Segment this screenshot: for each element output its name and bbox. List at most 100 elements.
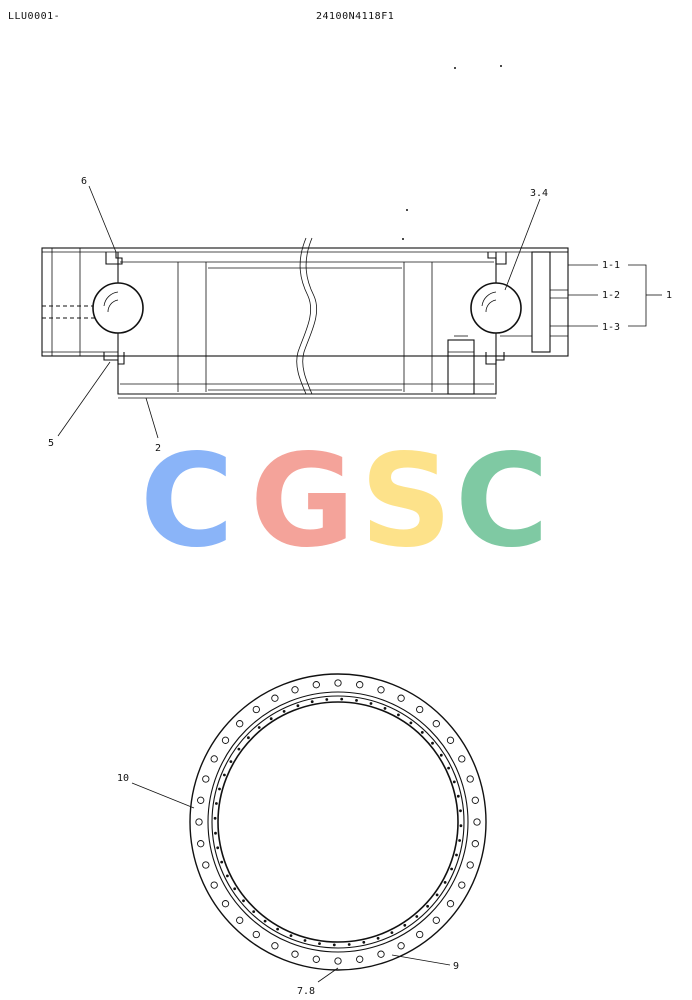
inner-bolt-hole <box>439 753 443 757</box>
outer-bolt-hole <box>195 818 203 826</box>
outer-bolt-hole <box>271 942 279 950</box>
doc-code-left: LLU0001- <box>8 11 60 22</box>
inner-bolt-hole <box>403 923 407 927</box>
ball-right <box>470 282 522 334</box>
inner-bolt-hole <box>362 940 366 944</box>
cgsc-watermark: C G S C <box>140 427 549 576</box>
outer-bolt-hole <box>377 950 385 958</box>
inner-bolt-hole <box>257 726 261 729</box>
inner-bolt-hole <box>450 867 453 871</box>
inner-bolt-hole <box>289 934 293 937</box>
inner-bolt-hole <box>223 773 226 777</box>
inner-bolt-hole <box>397 713 400 717</box>
inner-bolt-hole <box>420 731 424 734</box>
outer-bolt-hole <box>221 736 230 744</box>
outer-bolt-hole <box>291 686 299 694</box>
plan-callouts: 10 9 7.8 <box>117 773 459 997</box>
inner-bolt-hole <box>233 887 237 891</box>
inner-bolt-hole <box>390 931 394 934</box>
inner-bolt-hole <box>340 697 344 701</box>
outer-bolt-hole <box>471 796 479 804</box>
inner-bolt-hole <box>303 939 307 942</box>
seal-bottom-left <box>103 352 125 365</box>
outer-bolt-hole <box>221 900 230 908</box>
inner-bolt-holes <box>213 697 463 947</box>
seal-bottom-right <box>485 352 505 365</box>
callout-7-8: 7.8 <box>297 986 315 997</box>
inner-bolt-hole <box>443 881 447 884</box>
inner-bolt-hole <box>216 846 220 850</box>
inner-bolt-hole <box>247 736 250 740</box>
outer-bolt-hole <box>397 942 405 950</box>
outer-bolt-hole <box>252 930 260 939</box>
outer-bolt-hole <box>432 720 440 728</box>
inner-bolt-hole <box>310 700 314 704</box>
outer-bolt-hole <box>197 796 205 804</box>
outer-bolt-hole <box>446 736 455 744</box>
section-callouts: 6 3.4 1-1 1-2 1-3 1 5 2 <box>48 176 672 454</box>
outer-bolt-hole <box>466 775 474 783</box>
inner-bolt-hole <box>347 943 351 946</box>
outer-bolt-hole <box>446 900 455 908</box>
inner-bolt-hole <box>214 831 217 835</box>
outer-bolt-hole <box>458 881 466 889</box>
inner-bolt-hole <box>459 824 463 828</box>
inner-bolt-hole <box>452 780 456 784</box>
outer-bolt-hole <box>202 861 210 869</box>
inner-bolt-hole <box>415 915 419 918</box>
inner-bolt-hole <box>252 910 256 913</box>
inner-bolt-hole <box>456 794 460 798</box>
outer-bolt-hole <box>432 916 440 924</box>
outer-bolt-hole <box>202 775 210 783</box>
inner-bolt-hole <box>215 802 218 805</box>
watermark-letter-s: S <box>360 427 452 576</box>
inner-bolt-hole <box>376 936 380 940</box>
bearing-section-view <box>41 237 569 399</box>
watermark-letter-c1: C <box>140 427 234 576</box>
inner-bolt-hole <box>242 899 245 903</box>
outer-bolt-hole <box>210 881 218 889</box>
grease-plug <box>447 339 475 395</box>
outer-bolt-hole <box>416 930 424 939</box>
inner-bolt-hole <box>269 717 273 721</box>
inner-bolt-hole <box>431 741 434 745</box>
callout-2: 2 <box>155 443 161 454</box>
watermark-letter-c2: C <box>455 427 549 576</box>
outer-ring-circle <box>189 673 487 971</box>
inner-bolt-hole <box>318 942 321 945</box>
outer-bolt-hole <box>466 861 474 869</box>
callout-1-1: 1-1 <box>602 260 620 271</box>
callout-3-4: 3.4 <box>530 188 548 199</box>
inner-bolt-hole <box>325 698 329 701</box>
outer-bolt-holes <box>195 679 481 965</box>
inner-bolt-hole <box>263 919 267 923</box>
inner-bolt-hole <box>459 809 462 813</box>
inner-bolt-hole <box>355 699 358 702</box>
inner-bolt-hole <box>237 747 241 751</box>
inner-bolt-hole <box>229 760 233 763</box>
inner-bolt-hole <box>447 766 450 770</box>
inner-bolt-hole <box>383 707 387 710</box>
callout-1-3: 1-3 <box>602 322 620 333</box>
outer-bolt-hole <box>210 755 218 763</box>
outer-bolt-hole <box>291 950 299 958</box>
ball-left <box>92 282 144 334</box>
inner-bolt-hole <box>332 943 336 947</box>
bearing-plan-view <box>189 673 487 971</box>
outer-bolt-hole <box>458 755 466 763</box>
outer-bolt-hole <box>356 681 364 689</box>
seal-top-left <box>105 252 123 265</box>
inner-bolt-hole <box>276 927 279 931</box>
outer-bolt-hole <box>236 916 244 924</box>
inner-bolt-hole <box>282 710 286 713</box>
inner-bolt-hole <box>426 904 429 908</box>
inner-bolt-hole <box>220 860 224 864</box>
watermark-letter-g: G <box>250 427 355 576</box>
outer-bolt-hole <box>252 705 260 714</box>
outer-bolt-hole <box>236 720 244 728</box>
outer-bolt-hole <box>312 681 320 689</box>
inner-bolt-hole <box>409 721 413 725</box>
drawing-number: 24100N4118F1 <box>316 11 394 22</box>
outer-bolt-hole <box>356 955 364 963</box>
inner-bolt-hole <box>226 874 229 878</box>
